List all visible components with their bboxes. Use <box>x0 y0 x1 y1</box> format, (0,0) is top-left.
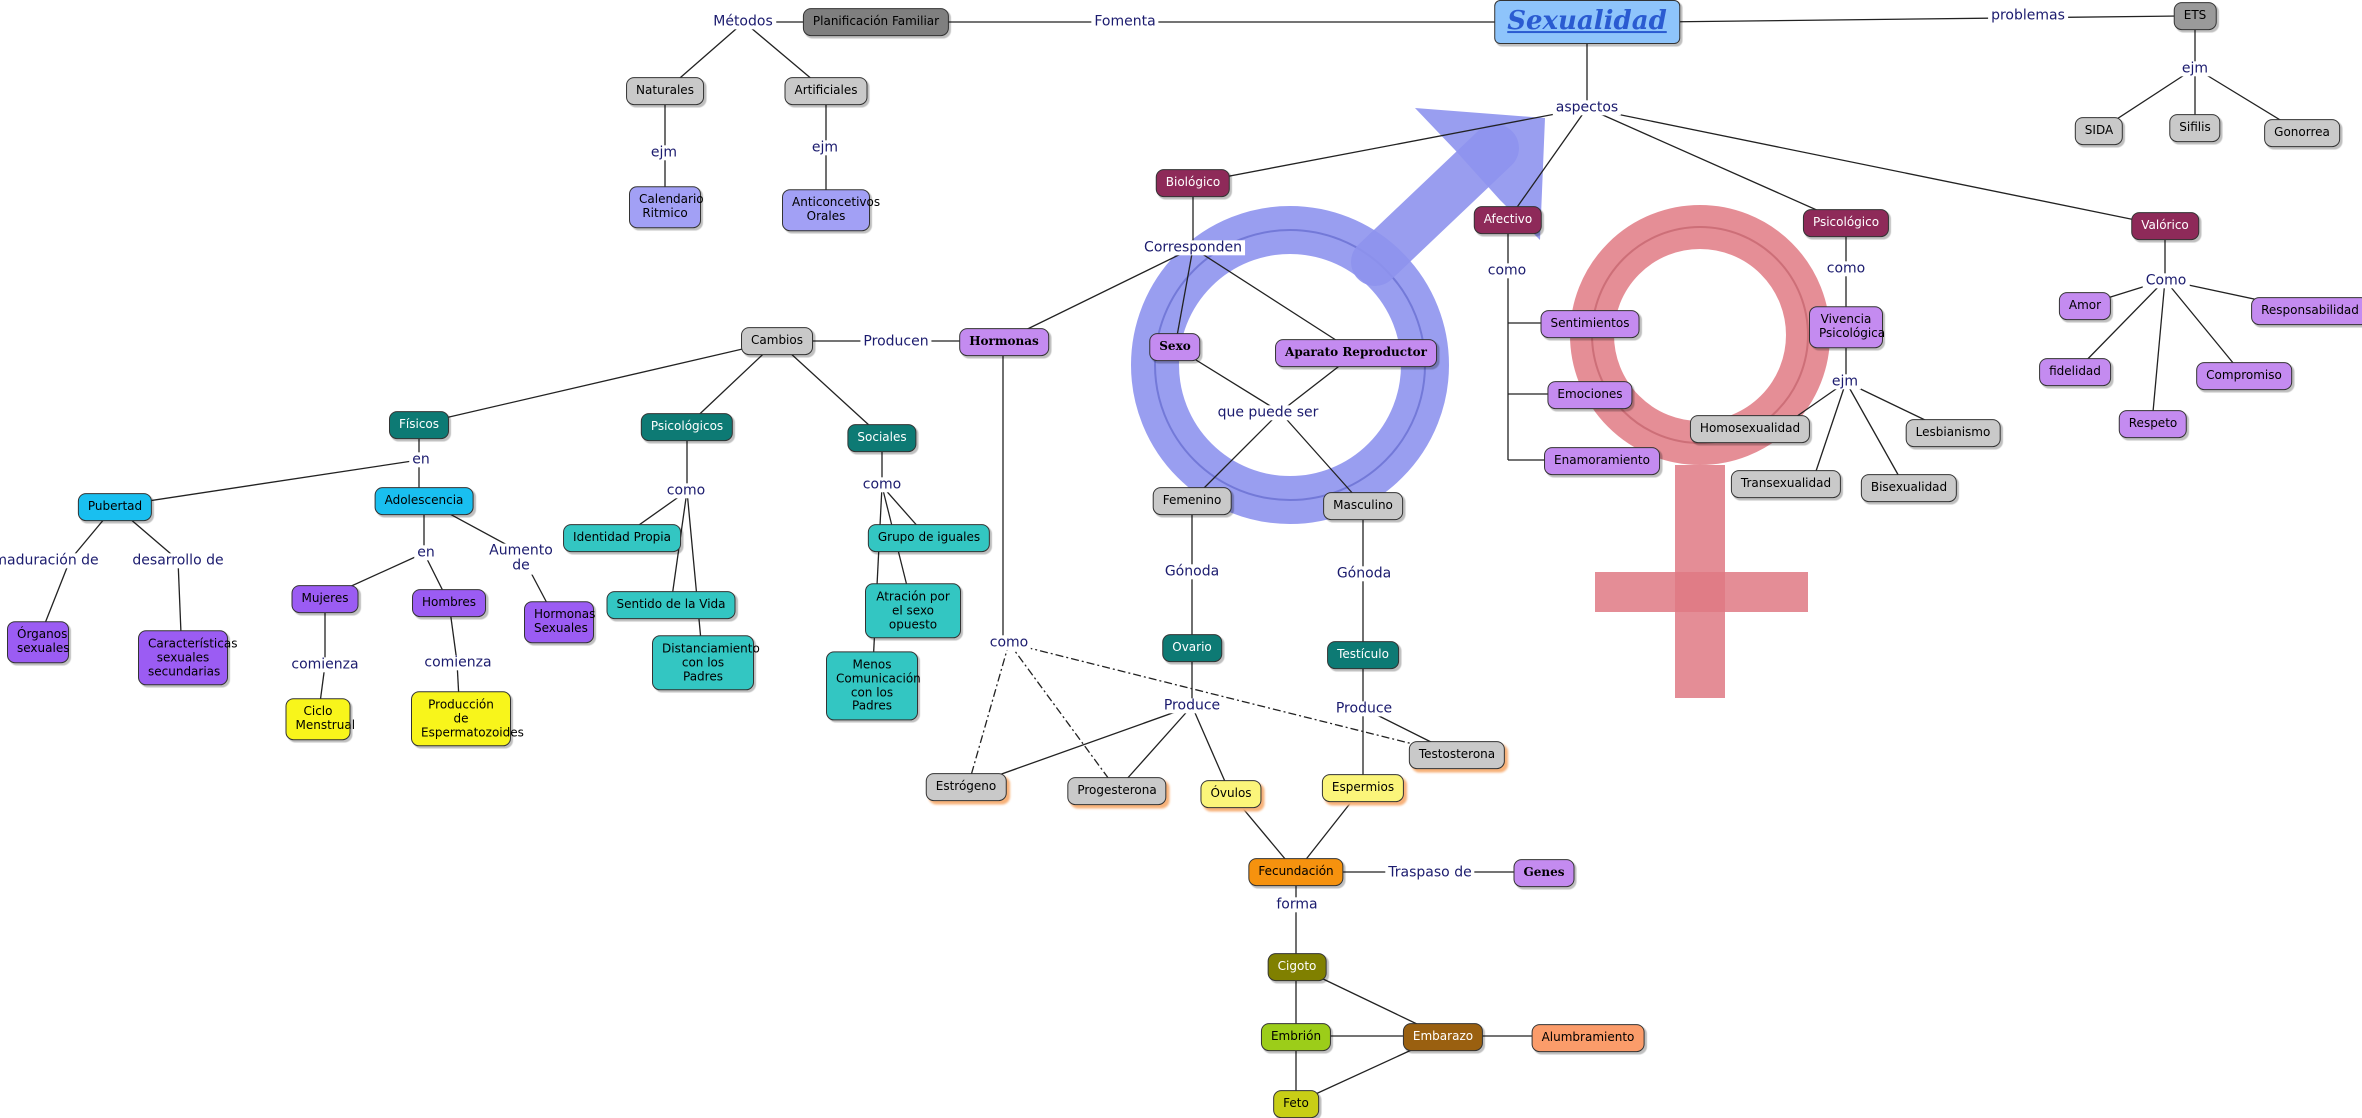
node-biologico[interactable]: Biológico <box>1155 169 1231 197</box>
node-sentimientos[interactable]: Sentimientos <box>1540 310 1640 338</box>
node-responsabilidad[interactable]: Responsabilidad <box>2251 297 2362 325</box>
node-sexo[interactable]: Sexo <box>1149 333 1201 361</box>
node-planificacion[interactable]: Planificación Familiar <box>802 8 950 36</box>
link-producen: Producen <box>860 333 932 350</box>
node-embarazo[interactable]: Embarazo <box>1402 1023 1484 1051</box>
node-amor[interactable]: Amor <box>2058 292 2112 320</box>
link-maduracion: maduración de <box>0 552 102 569</box>
node-hombres[interactable]: Hombres <box>412 589 486 617</box>
node-alumbramiento[interactable]: Alumbramiento <box>1531 1024 1645 1052</box>
node-emociones[interactable]: Emociones <box>1547 381 1633 409</box>
link-comienza-mujeres: comienza <box>288 656 362 673</box>
node-ets[interactable]: ETS <box>2173 2 2217 30</box>
node-ovulos[interactable]: Óvulos <box>1200 780 1262 808</box>
node-distanciamiento[interactable]: Distanciamiento con los Padres <box>652 635 760 691</box>
link-produce-femenino: Produce <box>1160 697 1224 714</box>
node-progesterona[interactable]: Progesterona <box>1067 777 1167 805</box>
node-atraccion[interactable]: Atración por el sexo opuesto <box>865 583 961 639</box>
node-artificiales[interactable]: Artificiales <box>784 77 868 105</box>
link-como-psicologico: como <box>1823 260 1869 277</box>
link-aumento: Aumento de <box>478 543 564 575</box>
node-caracteristicas[interactable]: Características sexuales secundarias <box>138 630 237 686</box>
node-respeto[interactable]: Respeto <box>2118 410 2188 438</box>
node-sifilis[interactable]: Sifilis <box>2169 114 2221 142</box>
link-forma: forma <box>1273 896 1321 913</box>
node-lesbianismo[interactable]: Lesbianismo <box>1905 419 2001 447</box>
node-identidad[interactable]: Identidad Propia <box>563 524 681 552</box>
link-produce-masculino: Produce <box>1332 700 1396 717</box>
link-metodos: Métodos <box>710 13 776 30</box>
link-como-psicologicos: como <box>663 482 709 499</box>
node-embrion[interactable]: Embrión <box>1260 1023 1332 1051</box>
node-valorico[interactable]: Valórico <box>2131 212 2199 240</box>
node-produccion[interactable]: Producción de Espermatozoides <box>411 691 524 747</box>
node-anticonceptivos[interactable]: Anticoncetivos Orales <box>782 189 880 231</box>
node-organos[interactable]: Órganos sexuales <box>7 621 69 663</box>
node-adolescencia[interactable]: Adolescencia <box>374 487 474 515</box>
node-cambios[interactable]: Cambios <box>741 327 813 355</box>
link-traspaso: Traspaso de <box>1385 864 1475 881</box>
link-como-hormonas: como <box>986 634 1032 651</box>
link-aspectos: aspectos <box>1552 99 1622 116</box>
link-ejm-vivencia: ejm <box>1828 373 1862 390</box>
link-que-puede-ser: que puede ser <box>1214 404 1322 421</box>
node-espermios[interactable]: Espermios <box>1321 774 1405 802</box>
node-calendario[interactable]: Calendario Ritmico <box>629 186 704 228</box>
link-como-valorico: Como <box>2142 272 2190 289</box>
link-problemas: problemas <box>1988 7 2068 24</box>
link-como-afectivo: como <box>1484 262 1530 279</box>
link-desarrollo: desarrollo de <box>129 552 227 569</box>
node-naturales[interactable]: Naturales <box>626 77 704 105</box>
node-transexualidad[interactable]: Transexualidad <box>1730 470 1842 498</box>
node-femenino[interactable]: Femenino <box>1152 487 1232 515</box>
node-testiculo[interactable]: Testículo <box>1327 641 1399 669</box>
node-vivencia[interactable]: Vivencia Psicológica <box>1809 306 1885 348</box>
node-afectivo[interactable]: Afectivo <box>1473 206 1543 234</box>
node-genes[interactable]: Genes <box>1513 859 1575 887</box>
node-homosexualidad[interactable]: Homosexualidad <box>1689 415 1811 443</box>
node-fecundacion[interactable]: Fecundación <box>1248 858 1344 886</box>
node-sida[interactable]: SIDA <box>2074 117 2124 145</box>
node-sentido[interactable]: Sentido de la Vida <box>606 591 736 619</box>
node-estrogeno[interactable]: Estrógeno <box>925 773 1007 801</box>
node-hormonas-sexuales[interactable]: Hormonas Sexuales <box>524 601 595 643</box>
link-gonoda-masculino: Gónoda <box>1333 565 1395 582</box>
link-como-sociales: como <box>859 476 905 493</box>
node-mujeres[interactable]: Mujeres <box>291 585 359 613</box>
node-bisexualidad[interactable]: Bisexualidad <box>1860 474 1958 502</box>
node-enamoramiento[interactable]: Enamoramiento <box>1544 447 1660 475</box>
link-comienza-hombres: comienza <box>421 654 495 671</box>
link-en-adolescencia: en <box>414 544 438 561</box>
link-fomenta: Fomenta <box>1091 13 1159 30</box>
node-ovario[interactable]: Ovario <box>1162 634 1222 662</box>
link-ejm-naturales: ejm <box>647 144 681 161</box>
node-pubertad[interactable]: Pubertad <box>77 493 153 521</box>
link-ejm-artificiales: ejm <box>808 139 842 156</box>
link-gonoda-femenino: Gónoda <box>1161 563 1223 580</box>
node-hormonas[interactable]: Hormonas <box>959 328 1049 356</box>
node-masculino[interactable]: Masculino <box>1323 492 1403 520</box>
link-corresponden: Corresponden <box>1141 239 1245 256</box>
link-ejm-ets: ejm <box>2178 60 2212 77</box>
node-sociales[interactable]: Sociales <box>847 424 917 452</box>
node-grupo[interactable]: Grupo de iguales <box>867 524 991 552</box>
node-menos-comunicacion[interactable]: Menos Comunicación con los Padres <box>826 651 921 721</box>
node-psicologico[interactable]: Psicológico <box>1802 209 1890 237</box>
node-aparato[interactable]: Aparato Reproductor <box>1275 339 1437 367</box>
node-feto[interactable]: Feto <box>1273 1090 1319 1118</box>
link-en-fisicos: en <box>409 451 433 468</box>
node-testosterona[interactable]: Testosterona <box>1408 741 1506 769</box>
node-cigoto[interactable]: Cigoto <box>1267 953 1327 981</box>
node-fisicos[interactable]: Físicos <box>388 411 450 439</box>
title-sexualidad[interactable]: Sexualidad <box>1494 0 1680 44</box>
node-ciclo[interactable]: Ciclo Menstrual <box>285 698 355 740</box>
node-gonorrea[interactable]: Gonorrea <box>2264 119 2340 147</box>
node-fidelidad[interactable]: fidelidad <box>2039 358 2111 386</box>
node-compromiso[interactable]: Compromiso <box>2196 362 2292 390</box>
node-psicologicos[interactable]: Psicológicos <box>640 413 734 441</box>
male-symbol-icon <box>1131 108 1545 524</box>
